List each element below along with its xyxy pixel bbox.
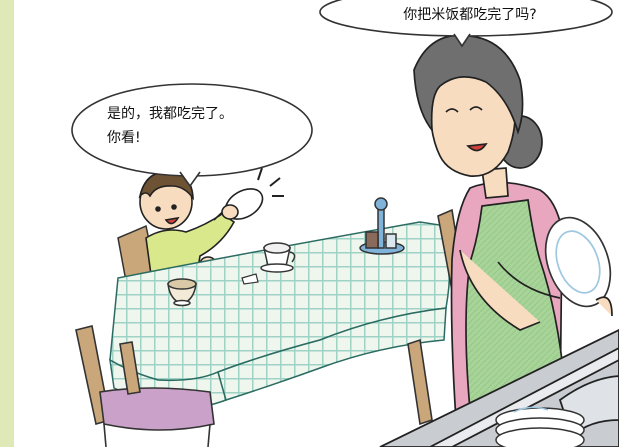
left-border-strip bbox=[0, 0, 14, 447]
child-figure bbox=[138, 167, 284, 283]
condiment-stand bbox=[359, 197, 405, 255]
napkin bbox=[241, 273, 259, 285]
child-speech-text: 是的，我都吃完了。 你看! bbox=[107, 102, 233, 150]
mother-speech-bubble bbox=[319, 0, 613, 48]
child-speech-line-2: 你看! bbox=[107, 130, 141, 146]
mother-speech-text: 你把米饭都吃完了吗? bbox=[403, 7, 537, 23]
small-bowl bbox=[167, 278, 197, 307]
mother-figure bbox=[413, 34, 613, 421]
child-speech-bubble bbox=[71, 83, 313, 188]
chair-front-left bbox=[75, 325, 215, 447]
child-speech-line-1: 是的，我都吃完了。 bbox=[107, 106, 233, 122]
tea-cup bbox=[260, 242, 296, 273]
dish-stack bbox=[495, 406, 585, 447]
